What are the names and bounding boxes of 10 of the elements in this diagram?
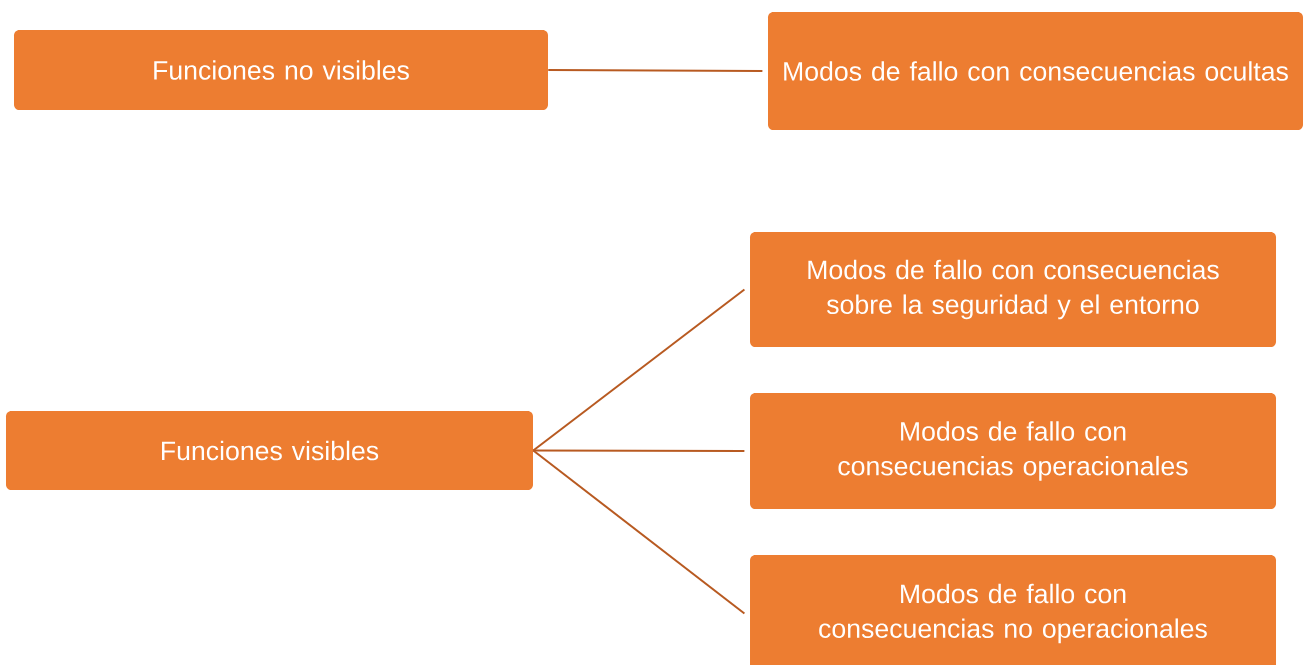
process-box: Modos de fallo con consecuencias no operacionales — [750, 555, 1276, 665]
process-box: Modos de fallo con consecuencias sobre la seguridad y el entorno — [750, 232, 1276, 347]
process-box: Modos de fallo con consecuencias operacionales — [750, 393, 1276, 509]
connector-line — [532, 288, 746, 452]
process-box: Funciones visibles — [6, 411, 533, 490]
connector-line — [547, 69, 764, 72]
process-box: Funciones no visibles — [14, 30, 548, 110]
connector-line — [532, 449, 746, 452]
process-box: Modos de fallo con consecuencias ocultas — [768, 12, 1303, 130]
connector-line — [532, 449, 746, 615]
